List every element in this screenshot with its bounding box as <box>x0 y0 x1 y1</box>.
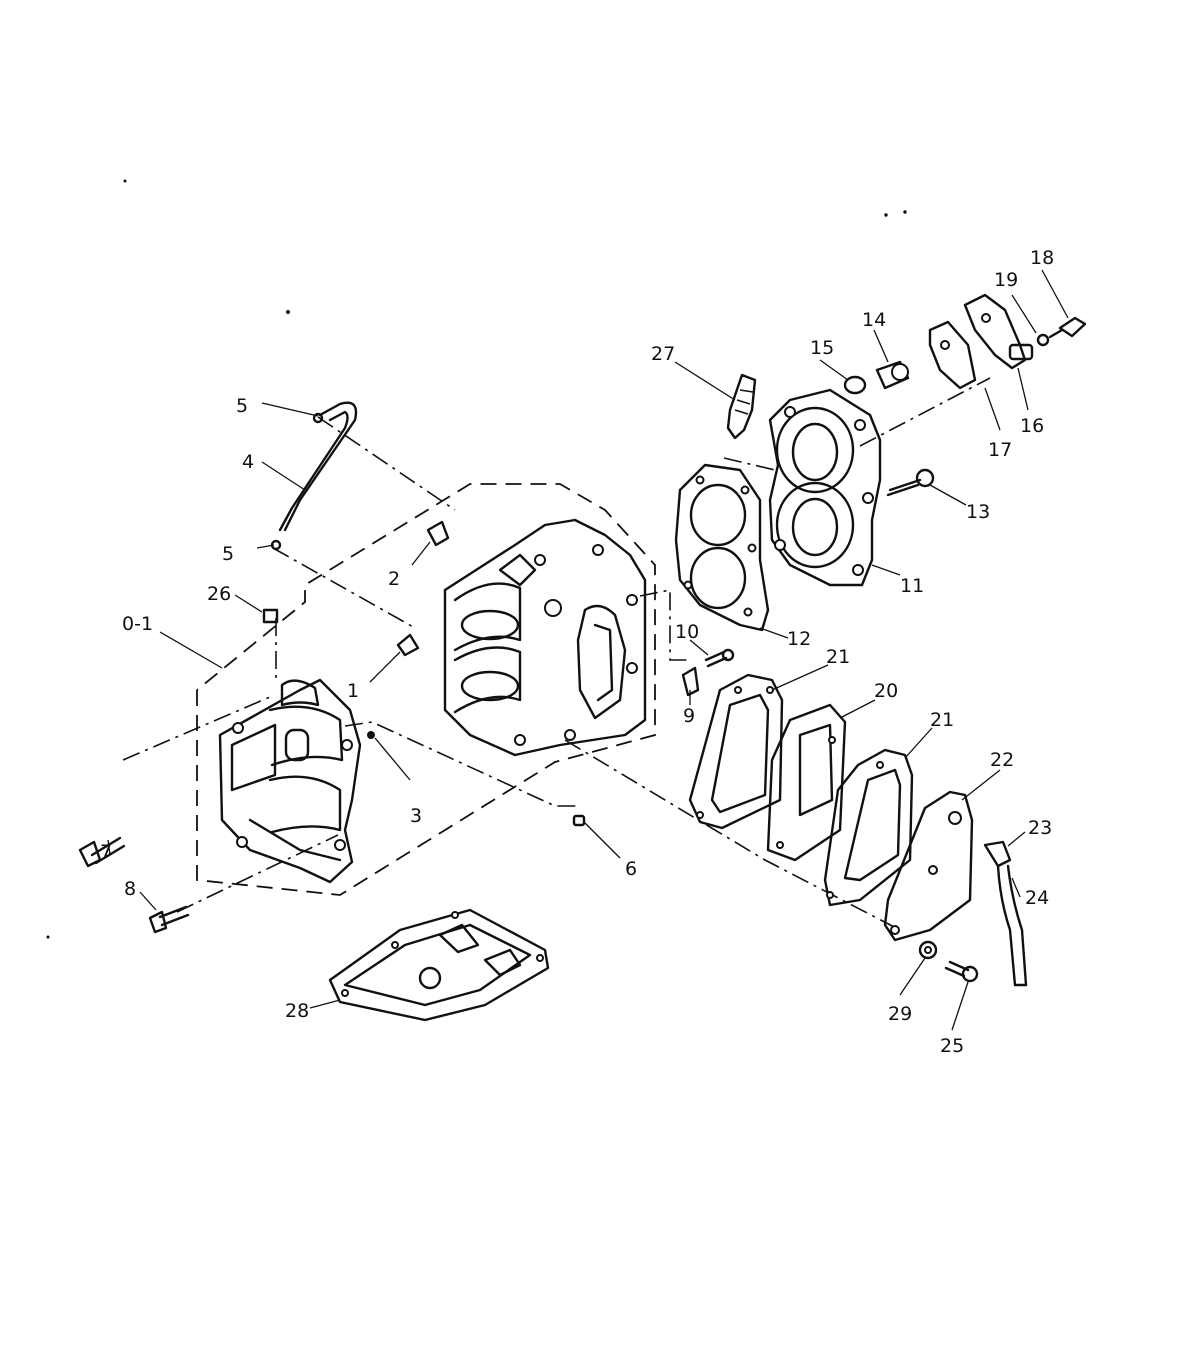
assembly-centerlines <box>122 377 991 931</box>
spark-plug <box>726 373 757 440</box>
exhaust-plate <box>766 703 847 862</box>
bolt-25 <box>944 960 979 983</box>
thermostat-cover-gasket <box>928 320 977 390</box>
callout-26: 26 <box>207 583 231 605</box>
callout-5b: 5 <box>222 543 234 565</box>
callout-17: 17 <box>988 439 1012 461</box>
callout-21a: 21 <box>826 646 850 668</box>
cylinder-block <box>443 518 647 757</box>
base-gasket <box>328 908 550 1022</box>
water-hose <box>278 401 358 532</box>
head-bolt <box>886 468 935 497</box>
callout-5a: 5 <box>236 395 248 417</box>
callout-0-1: 0-1 <box>122 613 153 635</box>
callout-10: 10 <box>675 621 699 643</box>
crankcase-cover <box>218 678 362 884</box>
clip-9 <box>681 666 700 697</box>
callout-13: 13 <box>966 501 990 523</box>
callout-24: 24 <box>1025 887 1049 909</box>
washer-29 <box>918 940 938 960</box>
callout-1: 1 <box>347 680 359 702</box>
assembly-outline <box>196 483 656 896</box>
callout-21b: 21 <box>930 709 954 731</box>
callout-20: 20 <box>874 680 898 702</box>
callout-12: 12 <box>787 628 811 650</box>
exhaust-gasket-inner <box>688 673 784 830</box>
callouts: 0-1 1 2 3 4 5 5 6 7 8 9 10 11 12 13 14 1… <box>100 247 1054 1057</box>
callout-19: 19 <box>994 269 1018 291</box>
callout-9: 9 <box>683 705 695 727</box>
callout-16: 16 <box>1020 415 1044 437</box>
callout-2: 2 <box>388 568 400 590</box>
callout-11: 11 <box>900 575 924 597</box>
callout-15: 15 <box>810 337 834 359</box>
exhaust-gasket-outer <box>823 748 914 907</box>
scan-specks <box>46 179 907 939</box>
callout-27: 27 <box>651 343 675 365</box>
hose-fitting <box>983 840 1012 868</box>
hose-24 <box>996 864 1028 987</box>
thermostat-cover <box>963 293 1034 370</box>
callout-6: 6 <box>625 858 637 880</box>
callout-22: 22 <box>990 749 1014 771</box>
callout-28: 28 <box>285 1000 309 1022</box>
head-gasket <box>674 463 770 632</box>
callout-23: 23 <box>1028 817 1052 839</box>
fitting-1 <box>396 633 420 657</box>
cover-washer <box>1036 333 1050 347</box>
exhaust-cover <box>883 790 974 942</box>
cylinder-head <box>768 388 882 587</box>
dowel-pin-3 <box>367 731 375 739</box>
callout-8: 8 <box>124 878 136 900</box>
callout-18: 18 <box>1030 247 1054 269</box>
callout-25: 25 <box>940 1035 964 1057</box>
cover-bolt <box>1048 316 1087 339</box>
thermostat-seal <box>843 375 867 395</box>
bolt-10 <box>704 648 735 668</box>
dowel-pin-6 <box>572 814 586 827</box>
callout-4: 4 <box>242 451 254 473</box>
callout-14: 14 <box>862 309 886 331</box>
fitting-2 <box>426 520 450 547</box>
callout-leaders <box>107 269 1069 1031</box>
bolt-8 <box>148 905 190 934</box>
clip-26 <box>262 608 279 624</box>
callout-3: 3 <box>410 805 422 827</box>
callout-7: 7 <box>100 841 112 863</box>
thermostat <box>875 360 910 390</box>
callout-29: 29 <box>888 1003 912 1025</box>
